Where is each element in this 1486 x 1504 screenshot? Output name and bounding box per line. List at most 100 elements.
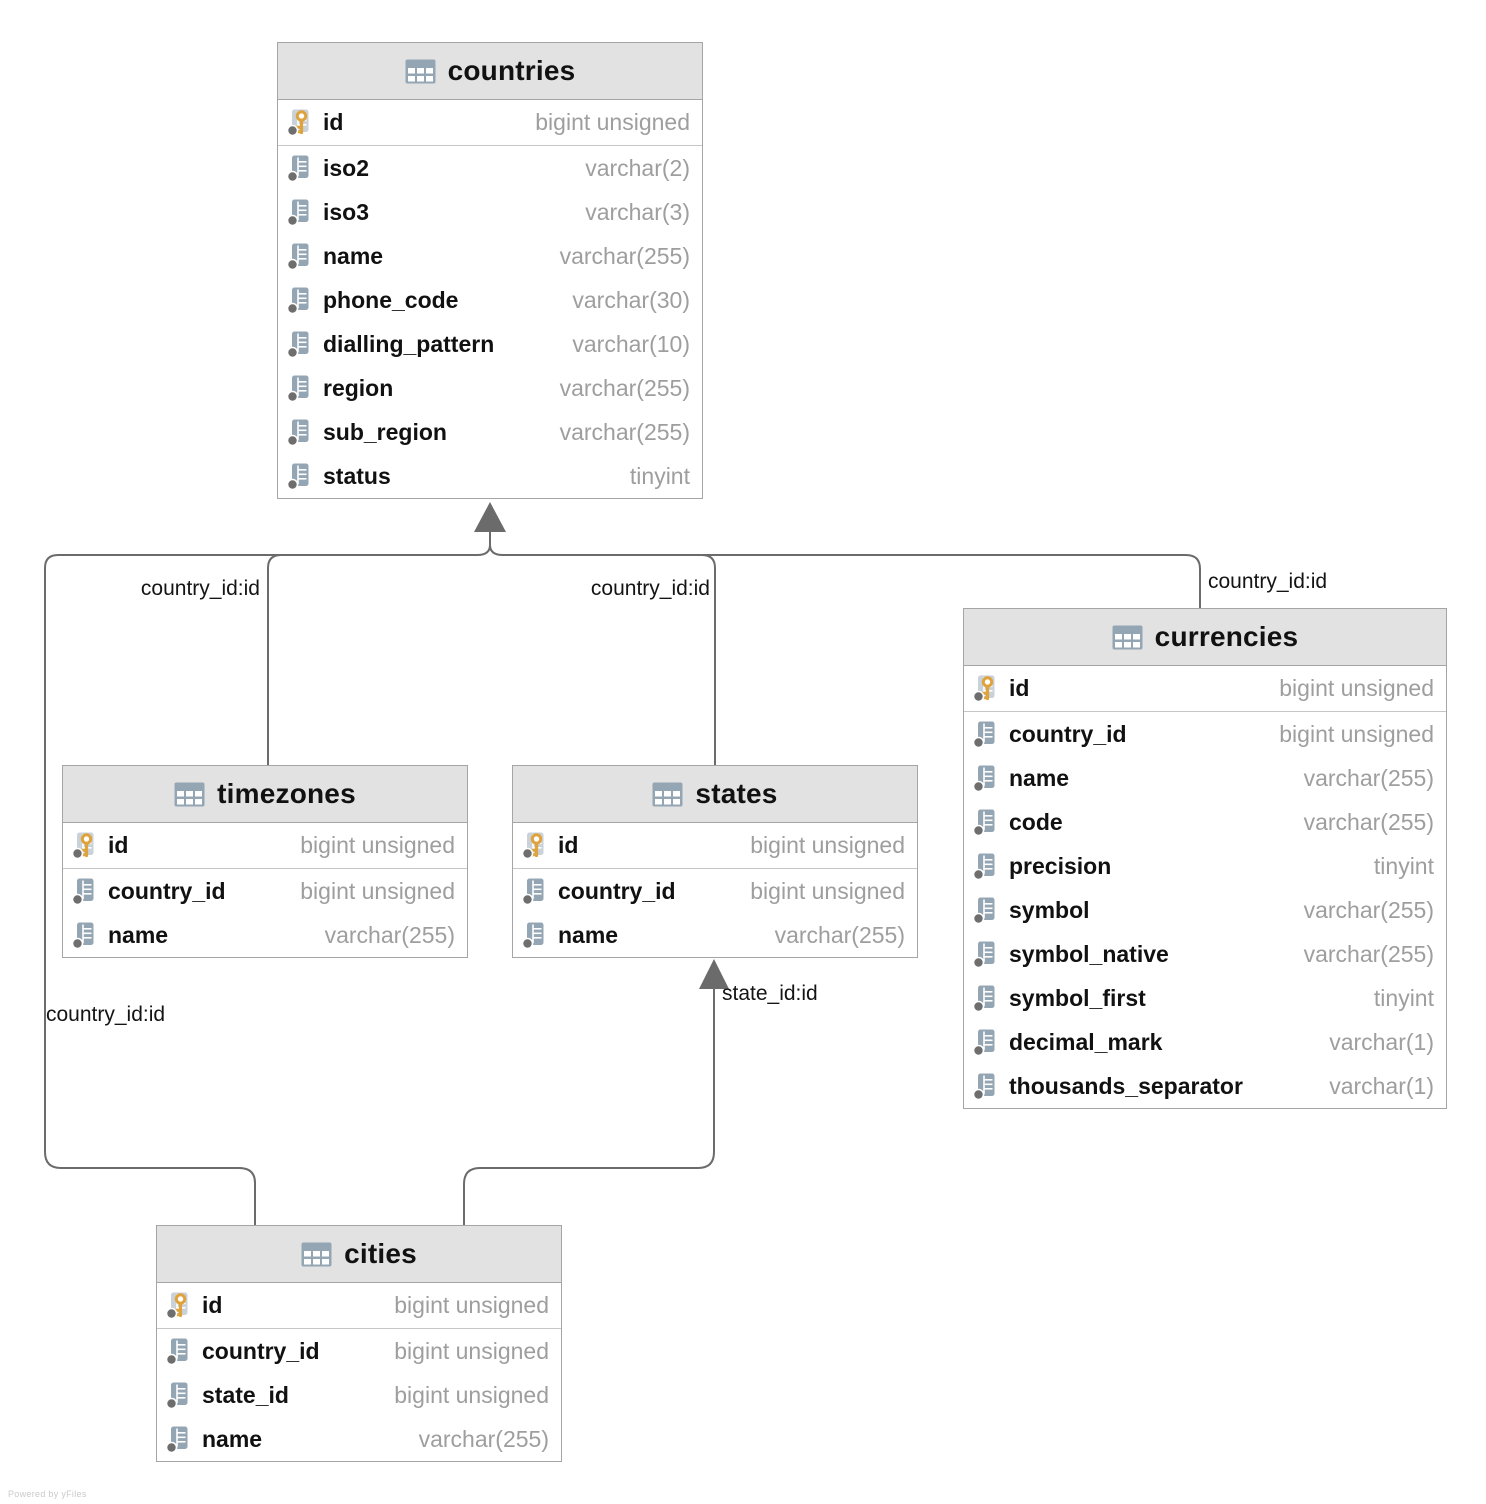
table-title: currencies bbox=[1154, 621, 1299, 652]
column-type: varchar(3) bbox=[585, 198, 690, 225]
powered-by-yfiles-watermark: Powered by yFiles bbox=[8, 1489, 87, 1499]
column-icon bbox=[287, 243, 309, 270]
column-row-name: name varchar(255) bbox=[964, 756, 1446, 800]
column-name: state_id bbox=[202, 1381, 289, 1408]
primary-key-icon bbox=[72, 832, 94, 859]
column-name: iso2 bbox=[323, 154, 370, 181]
column-icon bbox=[287, 331, 309, 358]
arrowhead-states[interactable] bbox=[699, 959, 729, 989]
column-name: id bbox=[558, 832, 579, 858]
column-name: id bbox=[323, 109, 344, 135]
column-type: bigint unsigned bbox=[535, 109, 690, 135]
column-name: name bbox=[558, 921, 619, 948]
column-name: dialling_pattern bbox=[323, 330, 495, 357]
table-header: currencies bbox=[964, 609, 1446, 666]
column-type: bigint unsigned bbox=[1279, 720, 1434, 747]
column-type: varchar(255) bbox=[1303, 896, 1434, 923]
column-name: id bbox=[202, 1292, 223, 1318]
column-icon bbox=[72, 878, 94, 905]
table-icon bbox=[652, 782, 683, 806]
column-type: varchar(255) bbox=[1303, 764, 1434, 791]
table-header: states bbox=[513, 766, 917, 823]
column-icon bbox=[973, 1073, 995, 1100]
column-row-country_id: country_id bigint unsigned bbox=[157, 1329, 561, 1373]
column-name: iso3 bbox=[323, 198, 370, 225]
column-name: name bbox=[323, 242, 384, 269]
column-icon bbox=[287, 199, 309, 226]
column-icon bbox=[973, 765, 995, 792]
table-countries[interactable]: countries id bigint unsigned iso2 varchar(2)… bbox=[277, 42, 703, 499]
primary-key-icon bbox=[166, 1292, 188, 1319]
column-name: symbol_first bbox=[1009, 984, 1146, 1011]
column-icon bbox=[287, 419, 309, 446]
column-type: varchar(1) bbox=[1329, 1028, 1434, 1055]
column-name: country_id bbox=[202, 1337, 320, 1364]
table-icon bbox=[1112, 625, 1143, 649]
column-icon bbox=[287, 287, 309, 314]
edge-cities-countries[interactable] bbox=[44, 544, 491, 1225]
column-type: varchar(30) bbox=[572, 286, 690, 313]
column-type: varchar(255) bbox=[324, 921, 455, 948]
primary-key-icon bbox=[287, 109, 309, 136]
column-type: bigint unsigned bbox=[394, 1337, 549, 1364]
column-row-state_id: state_id bigint unsigned bbox=[157, 1373, 561, 1417]
column-type: varchar(255) bbox=[418, 1425, 549, 1452]
column-type: bigint unsigned bbox=[300, 877, 455, 904]
column-row-symbol_first: symbol_first tinyint bbox=[964, 976, 1446, 1020]
column-type: tinyint bbox=[1373, 984, 1434, 1011]
edge-states-countries[interactable] bbox=[680, 554, 716, 765]
table-header: cities bbox=[157, 1226, 561, 1283]
column-icon bbox=[522, 922, 544, 949]
column-type: varchar(255) bbox=[774, 921, 905, 948]
column-name: country_id bbox=[558, 877, 676, 904]
column-icon bbox=[973, 809, 995, 836]
column-type: varchar(2) bbox=[585, 154, 690, 181]
column-type: bigint unsigned bbox=[394, 1381, 549, 1408]
table-icon bbox=[405, 59, 436, 83]
table-title: cities bbox=[344, 1238, 417, 1269]
edge-cities-states[interactable] bbox=[463, 986, 715, 1225]
column-name: id bbox=[108, 832, 129, 858]
column-name: precision bbox=[1009, 852, 1112, 879]
column-icon bbox=[973, 1029, 995, 1056]
edge-label-cities-country-id: country_id:id bbox=[46, 1003, 166, 1026]
column-icon bbox=[166, 1382, 188, 1409]
column-row-id: id bigint unsigned bbox=[964, 666, 1446, 712]
column-type: bigint unsigned bbox=[750, 832, 905, 858]
column-row-id: id bigint unsigned bbox=[63, 823, 467, 869]
column-name: name bbox=[1009, 764, 1070, 791]
edge-timezones-countries[interactable] bbox=[267, 554, 310, 765]
table-title: timezones bbox=[217, 778, 356, 809]
arrowhead-countries[interactable] bbox=[474, 502, 506, 532]
column-row-name: name varchar(255) bbox=[513, 913, 917, 957]
column-icon bbox=[973, 941, 995, 968]
column-type: bigint unsigned bbox=[300, 832, 455, 858]
table-header: timezones bbox=[63, 766, 467, 823]
edge-label-currencies-country-id: country_id:id bbox=[1208, 570, 1328, 593]
column-type: bigint unsigned bbox=[1279, 675, 1434, 701]
table-title: countries bbox=[447, 55, 576, 86]
column-icon bbox=[522, 878, 544, 905]
column-name: id bbox=[1009, 675, 1030, 701]
edge-currencies-countries[interactable] bbox=[489, 544, 1201, 608]
column-icon bbox=[287, 463, 309, 490]
table-header: countries bbox=[278, 43, 702, 100]
column-name: code bbox=[1009, 808, 1063, 835]
